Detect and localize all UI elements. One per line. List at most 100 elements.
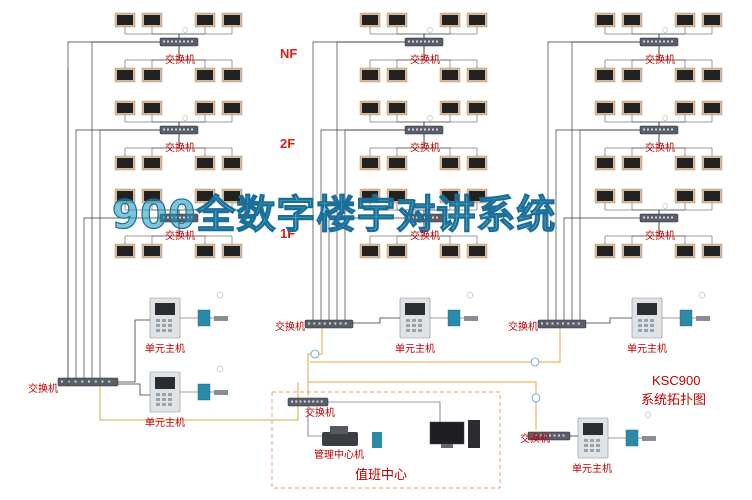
switch-port bbox=[167, 128, 169, 131]
switch-port bbox=[179, 216, 181, 219]
switch-port bbox=[163, 40, 165, 43]
keypad-key bbox=[162, 324, 166, 327]
indoor-monitor-screen bbox=[389, 191, 405, 201]
router-icon bbox=[182, 203, 188, 209]
keypad-key bbox=[162, 393, 166, 396]
switch-port bbox=[541, 322, 543, 325]
indoor-monitor-screen bbox=[442, 70, 458, 80]
switch-port bbox=[191, 128, 193, 131]
wire-segment bbox=[178, 46, 233, 68]
indoor-monitor-screen bbox=[704, 15, 720, 25]
keypad-key bbox=[168, 398, 172, 401]
wire-segment bbox=[396, 27, 425, 38]
duty-switch-label: 交换机 bbox=[305, 408, 335, 419]
indoor-monitor-screen bbox=[224, 191, 240, 201]
indoor-monitor-screen bbox=[197, 246, 213, 256]
keypad-key bbox=[418, 329, 422, 332]
keypad-key bbox=[650, 324, 654, 327]
keypad-key bbox=[412, 324, 416, 327]
indoor-monitor-screen bbox=[362, 103, 378, 113]
unit-host-screen bbox=[405, 303, 425, 315]
wire-segment bbox=[178, 134, 233, 156]
keypad-key bbox=[406, 324, 410, 327]
indoor-monitor-screen bbox=[389, 15, 405, 25]
indoor-monitor-screen bbox=[197, 70, 213, 80]
floor-label-2f: 2F bbox=[280, 136, 296, 151]
switch-port bbox=[562, 434, 565, 437]
switch-port bbox=[344, 322, 347, 325]
keypad-key bbox=[596, 449, 600, 452]
switch-port bbox=[436, 216, 438, 219]
remote-switch-label: 交换机 bbox=[520, 434, 550, 445]
indoor-monitor-screen bbox=[442, 246, 458, 256]
indoor-monitor-screen bbox=[624, 15, 640, 25]
switch-port bbox=[94, 380, 97, 383]
switch-port bbox=[318, 322, 321, 325]
switch-port bbox=[647, 128, 649, 131]
switch-port bbox=[320, 400, 323, 403]
switch-port bbox=[163, 216, 165, 219]
switch-port bbox=[183, 128, 185, 131]
keypad-key bbox=[168, 329, 172, 332]
keypad-key bbox=[156, 403, 160, 406]
indoor-monitor-screen bbox=[117, 191, 133, 201]
keypad-key bbox=[638, 329, 642, 332]
lock-icon bbox=[464, 316, 478, 321]
indoor-monitor-screen bbox=[704, 158, 720, 168]
keypad-key bbox=[156, 329, 160, 332]
keypad-key bbox=[644, 329, 648, 332]
indoor-monitor-screen bbox=[442, 191, 458, 201]
switch-port bbox=[187, 40, 189, 43]
keypad-key bbox=[406, 319, 410, 322]
switch-port bbox=[655, 216, 657, 219]
switch-port bbox=[659, 128, 661, 131]
indoor-monitor-screen bbox=[469, 246, 485, 256]
switch-port bbox=[334, 322, 337, 325]
riser-cable bbox=[344, 129, 405, 325]
switch-port bbox=[544, 434, 547, 437]
switch-port bbox=[412, 216, 414, 219]
switch-port bbox=[167, 216, 169, 219]
indoor-monitor-screen bbox=[677, 191, 693, 201]
switch-port bbox=[663, 216, 665, 219]
indoor-monitor-screen bbox=[117, 246, 133, 256]
floor-switch-label: 交换机 bbox=[645, 143, 675, 154]
switch-port bbox=[651, 216, 653, 219]
keypad-key bbox=[590, 444, 594, 447]
switch-port bbox=[312, 400, 315, 403]
switch-port bbox=[416, 216, 418, 219]
floor-switch-label: 交换机 bbox=[165, 55, 195, 66]
router-icon bbox=[662, 27, 668, 33]
indoor-monitor-screen bbox=[117, 70, 133, 80]
indoor-monitor-screen bbox=[624, 103, 640, 113]
keypad-key bbox=[418, 319, 422, 322]
keypad-key bbox=[168, 319, 172, 322]
switch-port bbox=[424, 128, 426, 131]
switch-port bbox=[101, 380, 104, 383]
indoor-monitor-screen bbox=[677, 158, 693, 168]
computer-monitor-icon bbox=[429, 421, 465, 445]
switch-port bbox=[81, 380, 84, 383]
keypad-key bbox=[412, 329, 416, 332]
lock-icon bbox=[214, 390, 228, 395]
unit-host-label: 单元主机 bbox=[627, 344, 667, 355]
keypad-key bbox=[644, 319, 648, 322]
trunk-cable bbox=[308, 381, 537, 430]
wire-segment bbox=[423, 46, 478, 68]
switch-port bbox=[551, 322, 554, 325]
card-reader-icon bbox=[197, 309, 211, 327]
keypad-key bbox=[156, 393, 160, 396]
indoor-monitor-screen bbox=[144, 191, 160, 201]
wire-segment bbox=[118, 383, 150, 396]
unit-host-screen bbox=[155, 303, 175, 315]
management-center-label: 管理中心机 bbox=[314, 450, 364, 461]
indoor-monitor-screen bbox=[624, 158, 640, 168]
switch-port bbox=[308, 400, 310, 403]
wire-segment bbox=[178, 115, 233, 126]
indoor-monitor-screen bbox=[469, 70, 485, 80]
indoor-monitor-screen bbox=[144, 103, 160, 113]
switch-port bbox=[553, 434, 556, 437]
switch-port bbox=[558, 434, 560, 437]
switch-port bbox=[308, 322, 310, 325]
